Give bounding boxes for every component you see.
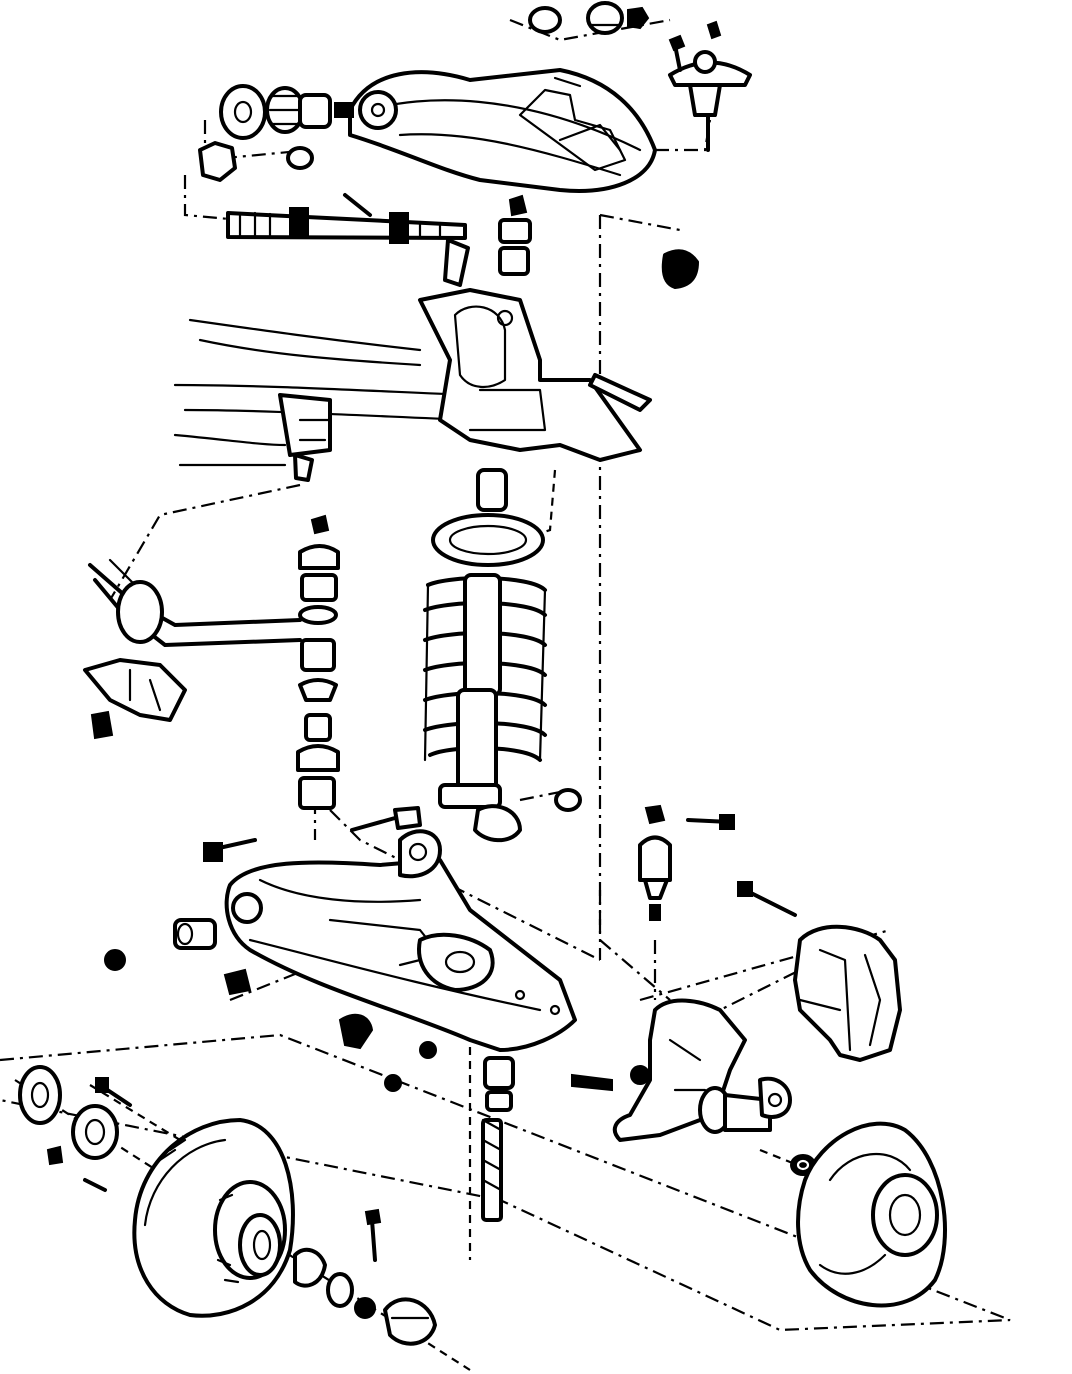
left-hub-bearings xyxy=(18,1065,437,1346)
frame-crossmember xyxy=(173,288,652,482)
stabilizer-link-stack xyxy=(296,514,340,810)
left-hub-rotor xyxy=(132,1118,295,1318)
brake-caliper xyxy=(737,881,902,1062)
lower-arm-bushings xyxy=(104,918,515,1222)
stabilizer-bar xyxy=(83,558,302,740)
upper-control-arm xyxy=(348,68,657,193)
right-brake-rotor xyxy=(796,1121,947,1308)
shock-absorber xyxy=(350,573,582,843)
upper-pivot-bushings xyxy=(198,84,354,182)
lower-ball-joint xyxy=(638,804,735,921)
lower-control-arm xyxy=(203,829,577,1052)
steering-knuckle xyxy=(571,998,816,1176)
upper-shaft-assembly xyxy=(226,193,699,289)
upper-ball-joint xyxy=(528,1,752,152)
